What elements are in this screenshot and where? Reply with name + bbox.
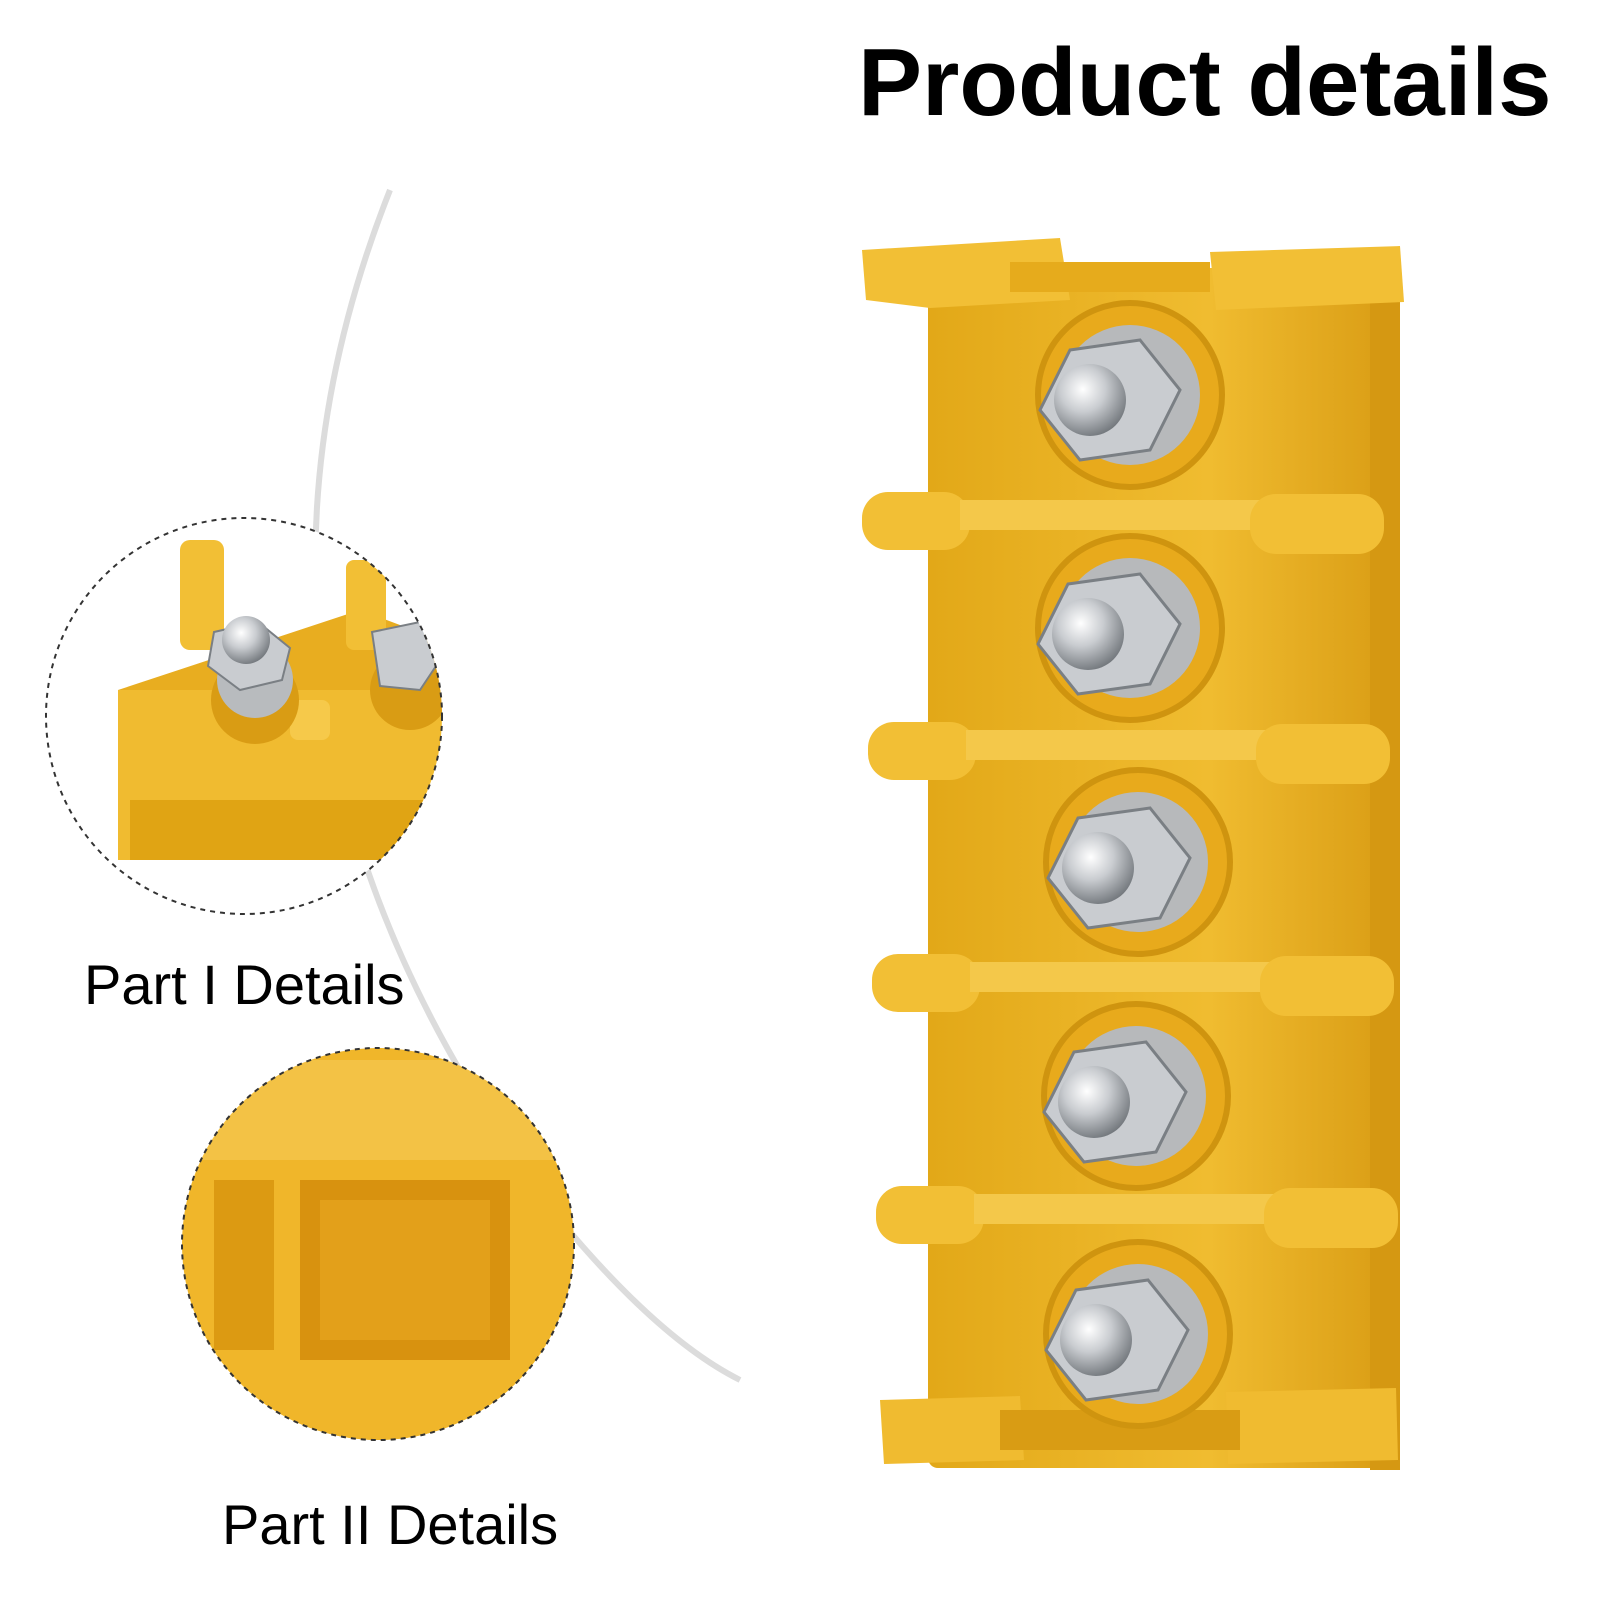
page-title: Product details	[858, 29, 1552, 136]
terminal-bolt-3	[1043, 767, 1233, 957]
part-2-label: Part II Details	[222, 1493, 559, 1556]
background-arc	[312, 188, 742, 1383]
separator-ribs	[862, 492, 1398, 1248]
part-1-label: Part I Details	[84, 953, 405, 1016]
terminal-bolt-5	[1043, 1239, 1233, 1429]
terminal-bolt-1	[1035, 300, 1225, 490]
terminal-bolt-2	[1035, 533, 1225, 723]
terminal-block	[862, 238, 1404, 1470]
part-2-detail-image	[181, 1047, 575, 1441]
terminal-bolt-4	[1041, 1001, 1231, 1191]
part-1-detail-image	[45, 517, 443, 915]
